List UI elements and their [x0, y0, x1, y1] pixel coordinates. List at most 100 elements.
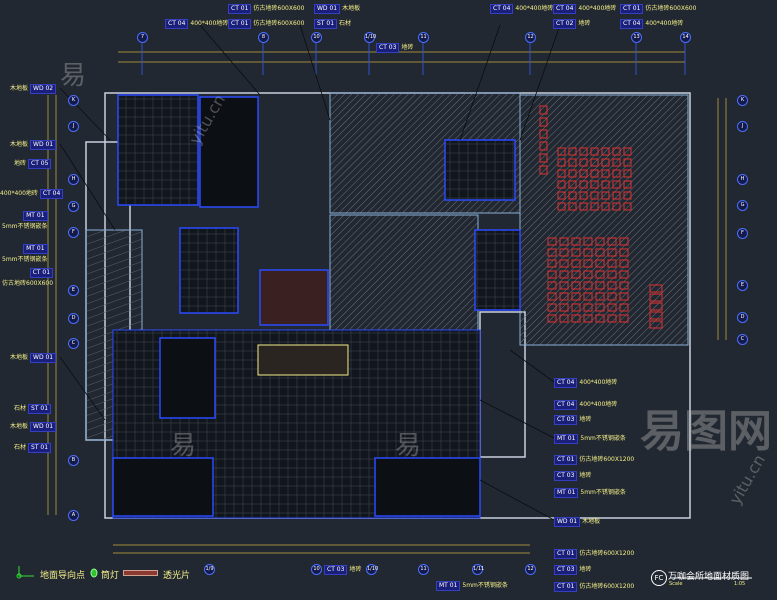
legend-label: 筒灯 — [101, 571, 120, 581]
chair-icon — [623, 158, 632, 167]
chair-icon — [601, 202, 610, 211]
chair-icon — [612, 158, 621, 167]
leader-line — [479, 479, 555, 521]
grid-bubble: 8 — [258, 32, 269, 43]
grid-bubble: G — [737, 200, 748, 211]
chair-icon — [547, 248, 557, 257]
grid-bubble: 13 — [631, 32, 642, 43]
leader-line — [59, 143, 116, 231]
grid-bubble: H — [68, 174, 79, 185]
chair-icon — [619, 259, 629, 268]
chair-icon — [539, 129, 548, 139]
chair-icon — [557, 180, 566, 189]
chair-icon — [559, 281, 569, 290]
chair-icon — [583, 281, 593, 290]
chair-icon — [583, 303, 593, 312]
translucent-panel-icon — [123, 570, 158, 576]
chair-icon — [579, 180, 588, 189]
leader-lines — [59, 24, 561, 521]
grid-bubble: K — [737, 95, 748, 106]
chair-icon — [601, 169, 610, 178]
chair-icon — [590, 147, 599, 156]
chair-icon — [559, 270, 569, 279]
chair-icon — [649, 311, 663, 320]
chair-icon — [623, 169, 632, 178]
chair-icon — [601, 191, 610, 200]
chair-icon — [539, 105, 548, 115]
grid-bubble: 1/9 — [204, 564, 215, 575]
chair-icon — [623, 147, 632, 156]
grid-bubble: K — [68, 95, 79, 106]
chair-icon — [539, 141, 548, 151]
room-s2 — [374, 457, 481, 517]
chair-icon — [595, 303, 605, 312]
grid-bubble: F — [68, 227, 79, 238]
grid-bubble: D — [68, 313, 79, 324]
grid-bubble: D — [737, 312, 748, 323]
chair-icon — [601, 158, 610, 167]
chair-icon — [619, 281, 629, 290]
chair-icon — [579, 147, 588, 156]
chair-icon — [619, 314, 629, 323]
chair-icon — [559, 248, 569, 257]
tile-zone-e — [474, 229, 521, 311]
chair-icon — [547, 303, 557, 312]
chair-icon — [607, 259, 617, 268]
grid-bubble: B — [68, 455, 79, 466]
chair-icon — [595, 237, 605, 246]
chair-icon — [547, 237, 557, 246]
chair-icon — [568, 180, 577, 189]
wood-room — [199, 96, 259, 208]
chair-icon — [601, 180, 610, 189]
chair-icon — [649, 293, 663, 302]
chair-icon — [547, 270, 557, 279]
chair-icon — [568, 158, 577, 167]
grid-bubble: 12 — [525, 32, 536, 43]
leader-line — [479, 399, 555, 439]
chair-icon — [619, 270, 629, 279]
chair-icon — [547, 259, 557, 268]
chair-icon — [547, 314, 557, 323]
chair-icon — [571, 259, 581, 268]
drawing-title: 万咖会所地面材质图 — [668, 572, 750, 582]
grid-bubble: 14 — [680, 32, 691, 43]
chair-icon — [595, 248, 605, 257]
legend-label: 透光片 — [163, 571, 191, 581]
chair-icon — [590, 158, 599, 167]
floor-guide-point-icon — [16, 566, 34, 579]
grid-bubble: F — [737, 228, 748, 239]
chair-icon — [601, 147, 610, 156]
scale-label: Scale — [669, 581, 683, 587]
grid-bubble: 1/10 — [364, 32, 376, 43]
chair-icon — [607, 314, 617, 323]
grid-bubble: 11 — [418, 32, 429, 43]
chair-icon — [649, 302, 663, 311]
chair-icon — [571, 270, 581, 279]
chair-icon — [557, 191, 566, 200]
chair-icon — [583, 259, 593, 268]
chair-icon — [583, 292, 593, 301]
grid-bubble: J — [68, 121, 79, 132]
chair-icon — [619, 237, 629, 246]
chair-icon — [595, 270, 605, 279]
grid-bubble: E — [737, 280, 748, 291]
chair-icon — [583, 314, 593, 323]
chair-icon — [539, 153, 548, 163]
